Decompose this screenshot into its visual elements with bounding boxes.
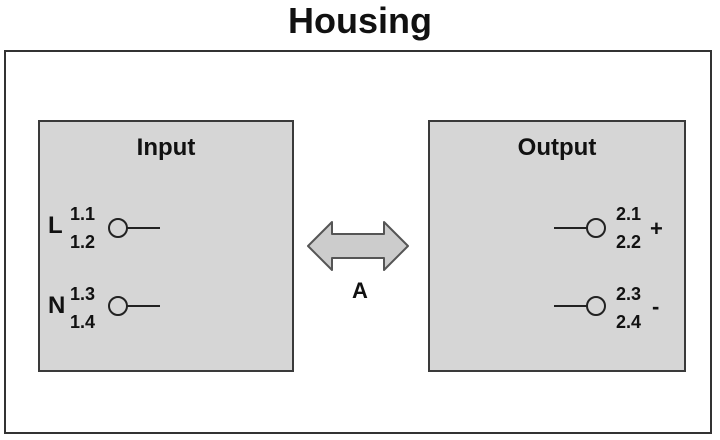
- input-terminal-l-top-number: 1.1: [70, 204, 96, 224]
- input-panel: Input L 1.1 1.2 N 1.3 1.4: [38, 120, 294, 372]
- input-terminal-l-letter: L: [48, 212, 63, 239]
- output-terminal-1-sign: +: [650, 216, 663, 241]
- input-terminal-l-connector[interactable]: [106, 216, 162, 240]
- output-terminal-1-top-number: 2.1: [616, 204, 642, 224]
- output-terminal-2-top-number: 2.3: [616, 284, 642, 304]
- output-terminal-2-connector[interactable]: [552, 294, 608, 318]
- output-panel: Output 2.1 2.2 + 2.3 2.4 -: [428, 120, 686, 372]
- housing-title: Housing: [288, 0, 432, 41]
- input-terminal-l-bottom-number: 1.2: [70, 232, 96, 252]
- output-panel-title: Output: [517, 134, 597, 161]
- input-terminal-n-letter: N: [48, 292, 66, 319]
- output-terminal-2-sign: -: [652, 294, 660, 319]
- output-terminal-1-bottom-number: 2.2: [616, 232, 642, 252]
- input-terminal-n-connector[interactable]: [106, 294, 162, 318]
- input-terminal-n-top-number: 1.3: [70, 284, 96, 304]
- arrow-label: A: [352, 278, 368, 303]
- input-panel-title: Input: [136, 134, 196, 161]
- output-terminal-1-connector[interactable]: [552, 216, 608, 240]
- output-terminal-2-bottom-number: 2.4: [616, 312, 642, 332]
- input-terminal-n-bottom-number: 1.4: [70, 312, 96, 332]
- bidirectional-arrow-icon: [307, 221, 409, 271]
